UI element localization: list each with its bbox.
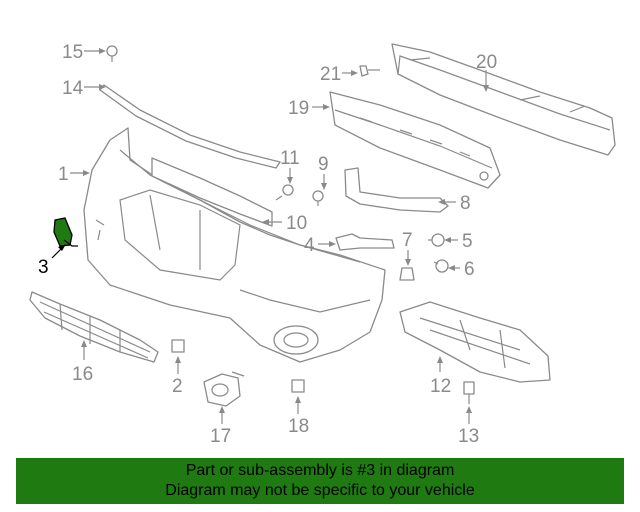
callout-4: 4 <box>304 235 315 256</box>
callout-11: 11 <box>280 148 300 169</box>
part-10-bracket[interactable] <box>151 157 273 227</box>
callout-21: 21 <box>320 64 341 85</box>
part-7-clip[interactable] <box>399 267 415 281</box>
callout-3[interactable]: 3 <box>38 257 49 278</box>
callout-14: 14 <box>62 78 84 99</box>
callout-19: 19 <box>288 98 309 119</box>
callout-8: 8 <box>460 193 471 214</box>
part-19-absorber[interactable] <box>329 91 501 189</box>
callout-17: 17 <box>210 426 231 447</box>
part-1-bumper-cover[interactable] <box>83 127 386 363</box>
callout-7: 7 <box>402 230 413 251</box>
part-16-lower-grille[interactable] <box>29 291 159 363</box>
part-2-clip[interactable] <box>171 339 185 353</box>
parts-diagram: 15 14 21 20 19 1 11 9 8 10 4 7 5 6 3 16 … <box>29 42 616 447</box>
part-21-bolt[interactable] <box>359 65 380 77</box>
callout-16: 16 <box>72 364 93 385</box>
part-13-bolt[interactable] <box>463 381 475 404</box>
part-8-side-bracket[interactable] <box>344 167 449 213</box>
callout-20: 20 <box>476 52 497 73</box>
part-3-highlighted[interactable] <box>53 217 78 247</box>
part-17-fog-bezel[interactable] <box>203 371 245 407</box>
part-11-bolt[interactable] <box>275 184 294 201</box>
callout-9: 9 <box>318 154 329 175</box>
part-15-fastener[interactable] <box>106 45 118 62</box>
part-12-under-cover[interactable] <box>399 301 551 383</box>
leader-lines <box>51 48 489 424</box>
banner-line-1: Part or sub-assembly is #3 in diagram <box>185 462 455 479</box>
part-9-bolt[interactable] <box>312 190 324 206</box>
part-20-reinforcement[interactable] <box>391 43 616 156</box>
part-4-clip[interactable] <box>335 233 395 251</box>
callout-10: 10 <box>286 213 307 234</box>
part-6-clip[interactable] <box>433 259 449 273</box>
callout-18: 18 <box>288 416 309 437</box>
part-18-clip[interactable] <box>291 379 305 393</box>
part-5-clip[interactable] <box>428 233 445 247</box>
callout-1: 1 <box>58 164 69 185</box>
callout-6: 6 <box>464 259 475 280</box>
callout-12: 12 <box>430 376 451 397</box>
callout-13: 13 <box>458 426 479 447</box>
callout-15: 15 <box>62 42 83 63</box>
callout-2: 2 <box>172 376 183 397</box>
info-banner: Part or sub-assembly is #3 in diagram Di… <box>16 458 624 504</box>
banner-line-2: Diagram may not be specific to your vehi… <box>165 482 475 499</box>
callout-5: 5 <box>462 231 473 252</box>
part-14-upper-strip[interactable] <box>99 84 281 169</box>
